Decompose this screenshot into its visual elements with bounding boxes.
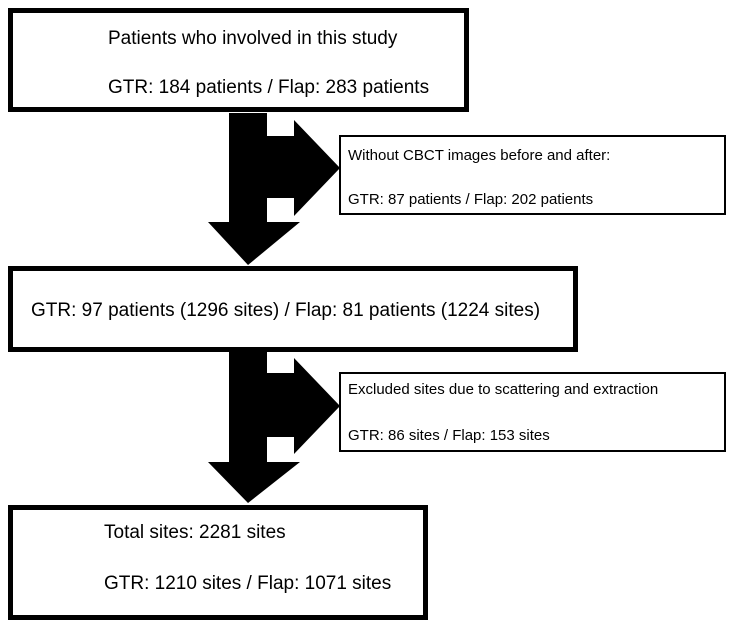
- excluded-sites-title: Excluded sites due to scattering and ext…: [348, 381, 659, 398]
- excluded-sites-counts: GTR: 86 sites / Flap: 153 sites: [348, 427, 550, 444]
- study-patients-counts: GTR: 184 patients / Flap: 283 patients: [108, 77, 430, 98]
- excluded-no-cbct-box: [339, 135, 726, 215]
- branch-arrow-2: [208, 352, 340, 503]
- excluded-no-cbct-title: Without CBCT images before and after:: [348, 147, 611, 164]
- excluded-no-cbct-counts: GTR: 87 patients / Flap: 202 patients: [348, 191, 594, 208]
- total-sites-counts: GTR: 1210 sites / Flap: 1071 sites: [104, 573, 392, 594]
- included-patients-counts: GTR: 97 patients (1296 sites) / Flap: 81…: [31, 300, 541, 321]
- total-sites-box: [8, 505, 428, 620]
- study-patients-box: [8, 8, 469, 112]
- right-arrow-1: [262, 120, 340, 216]
- included-patients-box: [8, 266, 578, 352]
- excluded-sites-box: [339, 372, 726, 452]
- down-arrow-2: [208, 352, 300, 503]
- right-arrow-2: [262, 358, 340, 454]
- down-arrow-1: [208, 113, 300, 265]
- total-sites-title: Total sites: 2281 sites: [104, 522, 286, 543]
- study-patients-title: Patients who involved in this study: [108, 28, 398, 49]
- branch-arrow-1: [208, 113, 340, 265]
